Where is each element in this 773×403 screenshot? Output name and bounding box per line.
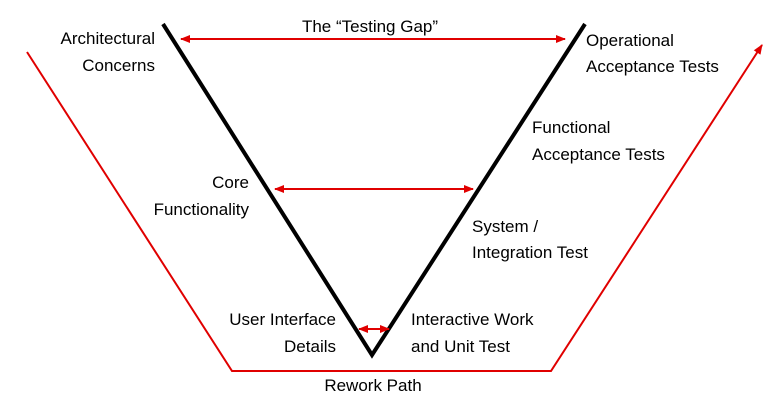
- user-interface-details-label-line1: User Interface: [229, 310, 336, 329]
- system-integration-label-line2: Integration Test: [472, 243, 588, 262]
- interactive-work-label-line2: and Unit Test: [411, 337, 510, 356]
- operational-acceptance-label-line2: Acceptance Tests: [586, 57, 719, 76]
- testing-gap-title: The “Testing Gap”: [302, 17, 438, 36]
- user-interface-details-label-line2: Details: [284, 337, 336, 356]
- core-functionality-label-line2: Functionality: [154, 200, 250, 219]
- rework-path-label: Rework Path: [324, 376, 421, 395]
- rework-path-line: [26, 44, 763, 372]
- interactive-work-label-line1: Interactive Work: [411, 310, 534, 329]
- architectural-concerns-label-line1: Architectural: [61, 29, 155, 48]
- core-functionality-label-line1: Core: [212, 173, 249, 192]
- architectural-concerns-label-line2: Concerns: [82, 56, 155, 75]
- system-integration-label-line1: System /: [472, 217, 538, 236]
- functional-acceptance-label-line1: Functional: [532, 118, 610, 137]
- functional-acceptance-label-line2: Acceptance Tests: [532, 145, 665, 164]
- operational-acceptance-label-line1: Operational: [586, 31, 674, 50]
- v-model-line: [161, 22, 587, 359]
